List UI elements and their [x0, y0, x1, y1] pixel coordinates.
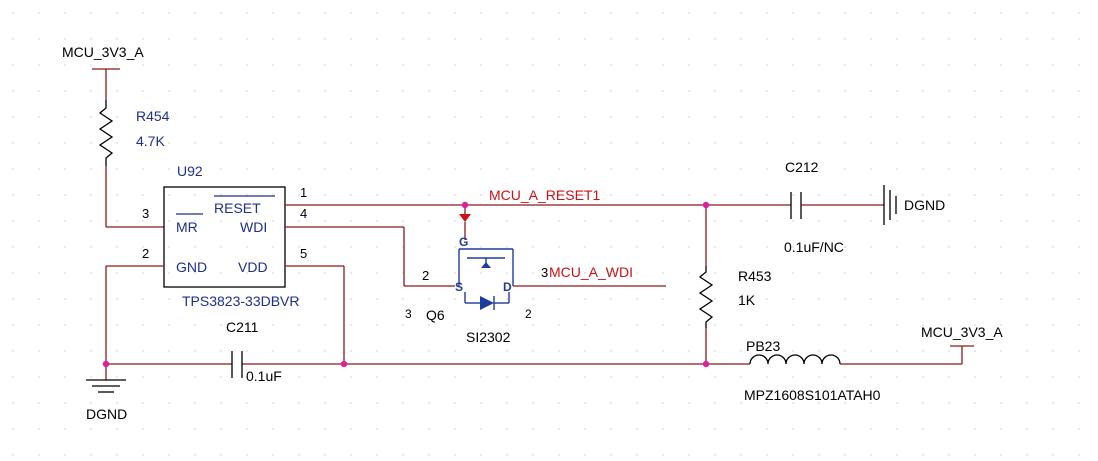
resistor-r454: R454 4.7K — [98, 100, 170, 228]
u92-pin-num-4: 4 — [300, 206, 307, 221]
capacitor-c211: C211 0.1uF — [226, 319, 282, 384]
u92-pin-num-5: 5 — [300, 246, 307, 261]
net-label-mcu-3v3-top: MCU_3V3_A — [62, 44, 144, 60]
c211-value: 0.1uF — [246, 368, 282, 384]
u92-part: TPS3823-33DBVR — [182, 293, 300, 309]
u92-pin-wdi: WDI — [240, 219, 267, 235]
q6-ref: Q6 — [426, 307, 445, 323]
q6-part: SI2302 — [466, 329, 511, 345]
q6-pin-drain-num: 3 — [541, 265, 548, 280]
net-mcu-a-reset1: MCU_A_RESET1 — [326, 187, 791, 206]
junction-dot — [461, 201, 469, 209]
r454-ref: R454 — [136, 108, 170, 124]
gnd-label-bottom: DGND — [86, 406, 127, 422]
c211-ref: C211 — [226, 319, 259, 335]
u92-body — [163, 186, 286, 288]
u92-pin-gnd: GND — [176, 259, 207, 275]
c212-ref: C212 — [785, 159, 819, 175]
u92-pin-vdd: VDD — [238, 259, 268, 275]
mosfet-q6: G S D 2 3 3 2 Q6 SI2302 MCU_A_WDI — [405, 205, 666, 345]
net-label-reset: MCU_A_RESET1 — [489, 187, 600, 203]
vdd-rail — [105, 266, 750, 365]
net-label-mcu-3v3-right: MCU_3V3_A — [921, 324, 1003, 340]
junction-dot — [702, 360, 710, 368]
q6-pin-d-num: 2 — [525, 307, 532, 321]
q6-pin-s-num: 3 — [405, 307, 412, 321]
pb23-ref: PB23 — [746, 338, 780, 354]
junction-dot — [702, 201, 710, 209]
q6-pin-gate-num: 2 — [422, 268, 429, 283]
capacitor-c212: C212 0.1uF/NC — [784, 159, 884, 255]
junction-dot — [102, 360, 110, 368]
u92-pin-mr: MR — [176, 219, 198, 235]
q6-source-letter: S — [455, 280, 463, 294]
net-wdi — [326, 226, 455, 287]
u92-pin-num-1: 1 — [300, 185, 307, 200]
q6-gate-letter: G — [459, 235, 468, 249]
ferrite-bead-pb23: PB23 MPZ1608S101ATAH0 — [744, 338, 962, 403]
q6-drain-letter: D — [503, 280, 512, 294]
r453-ref: R453 — [738, 268, 772, 284]
resistor-r453: R453 1K — [698, 205, 772, 364]
u92-pin-reset: RESET — [214, 200, 261, 216]
net-label-wdi: MCU_A_WDI — [549, 264, 633, 280]
r453-value: 1K — [738, 292, 756, 308]
power-port-right: MCU_3V3_A — [921, 324, 1003, 364]
ic-u92: U92 TPS3823-33DBVR MR RESET WDI GND VDD … — [106, 163, 344, 309]
pb23-part: MPZ1608S101ATAH0 — [744, 387, 881, 403]
junction-dot — [340, 360, 348, 368]
gnd-label-right: DGND — [904, 197, 945, 213]
power-port-top-left: MCU_3V3_A — [62, 44, 144, 100]
junction-dots — [102, 201, 710, 368]
c212-value: 0.1uF/NC — [784, 239, 844, 255]
u92-pin-num-3: 3 — [142, 206, 149, 221]
u92-pin-num-2: 2 — [142, 246, 149, 261]
u92-ref: U92 — [177, 163, 203, 179]
ground-symbol-right: DGND — [883, 185, 945, 225]
r454-value: 4.7K — [136, 133, 165, 149]
